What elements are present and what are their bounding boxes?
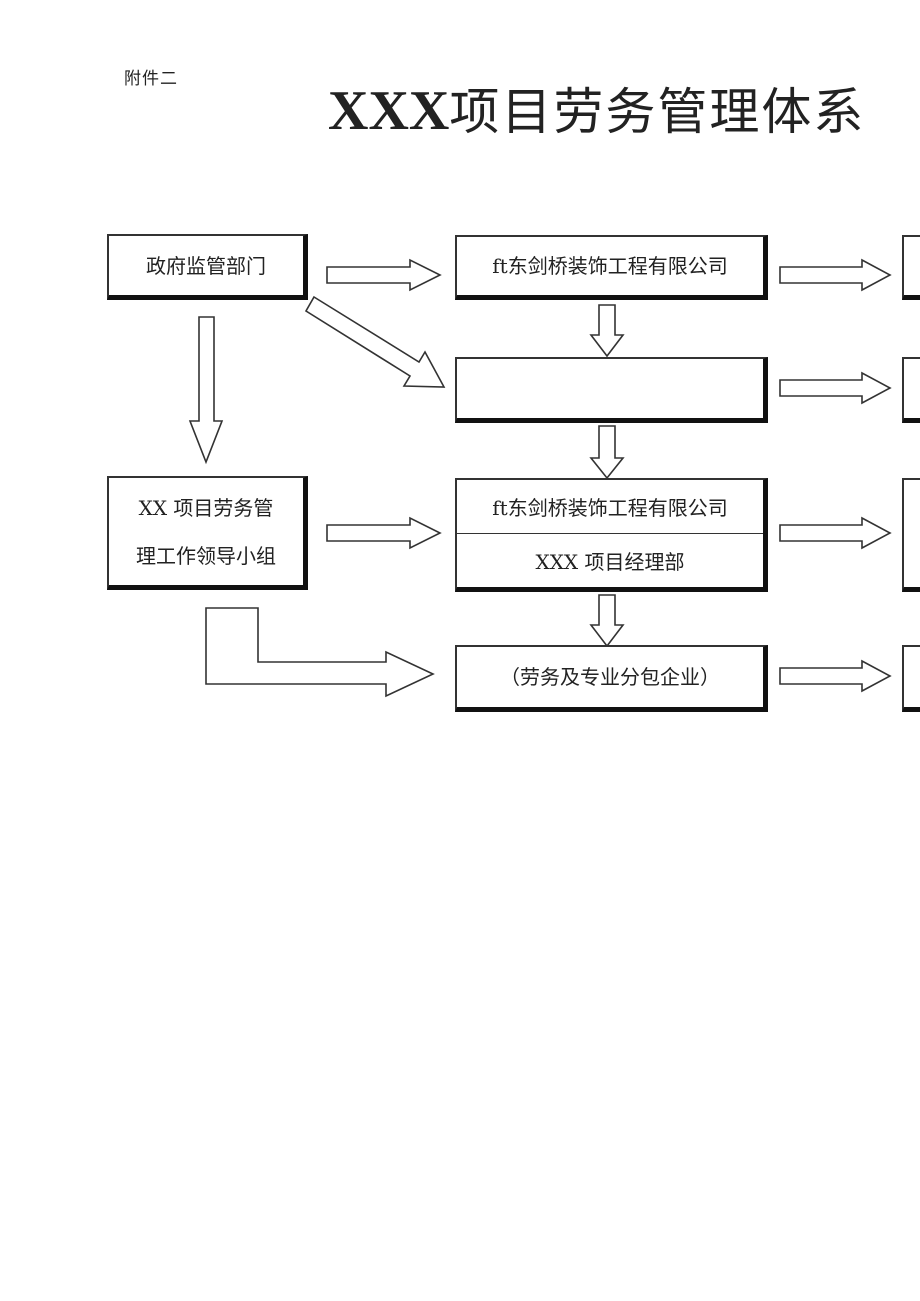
right-box-2 bbox=[902, 357, 920, 423]
title-prefix: XXX bbox=[328, 80, 450, 142]
page-title: XXX项目劳务管理体系 bbox=[328, 72, 865, 144]
title-text: 项目劳务管理体系 bbox=[449, 83, 866, 141]
annex-label: 附件二 bbox=[124, 69, 178, 89]
company-mid-label: ft东剑桥装饰工程有限公司 bbox=[492, 496, 728, 520]
company-top-box: ft东剑桥装饰工程有限公司 bbox=[455, 235, 768, 300]
company-dept-box: ft东剑桥装饰工程有限公司 XXX 项目经理部 bbox=[455, 478, 768, 592]
company-top-label: ft东剑桥装饰工程有限公司 bbox=[492, 254, 728, 278]
arrow-gov-to-leadership bbox=[188, 316, 224, 465]
arrow-gov-to-blank-box bbox=[304, 295, 446, 388]
government-box: 政府监管部门 bbox=[107, 234, 308, 300]
arrow-blank-to-company bbox=[589, 425, 625, 480]
subcontract-box: （劳务及专业分包企业） bbox=[455, 645, 768, 712]
right-box-1 bbox=[902, 235, 920, 300]
arrow-gov-to-company bbox=[326, 258, 442, 292]
arrow-company-to-blank bbox=[589, 304, 625, 358]
subcontract-label: （劳务及专业分包企业） bbox=[500, 665, 720, 689]
leadership-group-label-line1: XX 项目劳务管 bbox=[138, 495, 274, 520]
arrow-right-4 bbox=[779, 659, 892, 693]
arrow-right-3 bbox=[779, 516, 892, 550]
project-dept-label: XXX 项目经理部 bbox=[535, 550, 685, 574]
leadership-group-box: XX 项目劳务管 理工作领导小组 bbox=[107, 476, 308, 590]
project-dept-row: XXX 项目经理部 bbox=[457, 533, 763, 587]
arrow-dept-to-subcontract bbox=[589, 594, 625, 648]
blank-box bbox=[455, 357, 768, 423]
right-box-4 bbox=[902, 645, 920, 712]
arrow-leadership-to-subcontract bbox=[205, 607, 435, 698]
right-box-3 bbox=[902, 478, 920, 592]
arrow-right-2 bbox=[779, 371, 892, 405]
arrow-right-1 bbox=[779, 258, 892, 292]
leadership-group-label-line2: 理工作领导小组 bbox=[136, 543, 276, 568]
government-label: 政府监管部门 bbox=[146, 253, 266, 278]
company-mid-row: ft东剑桥装饰工程有限公司 bbox=[457, 480, 763, 533]
arrow-leadership-to-company bbox=[326, 516, 442, 550]
